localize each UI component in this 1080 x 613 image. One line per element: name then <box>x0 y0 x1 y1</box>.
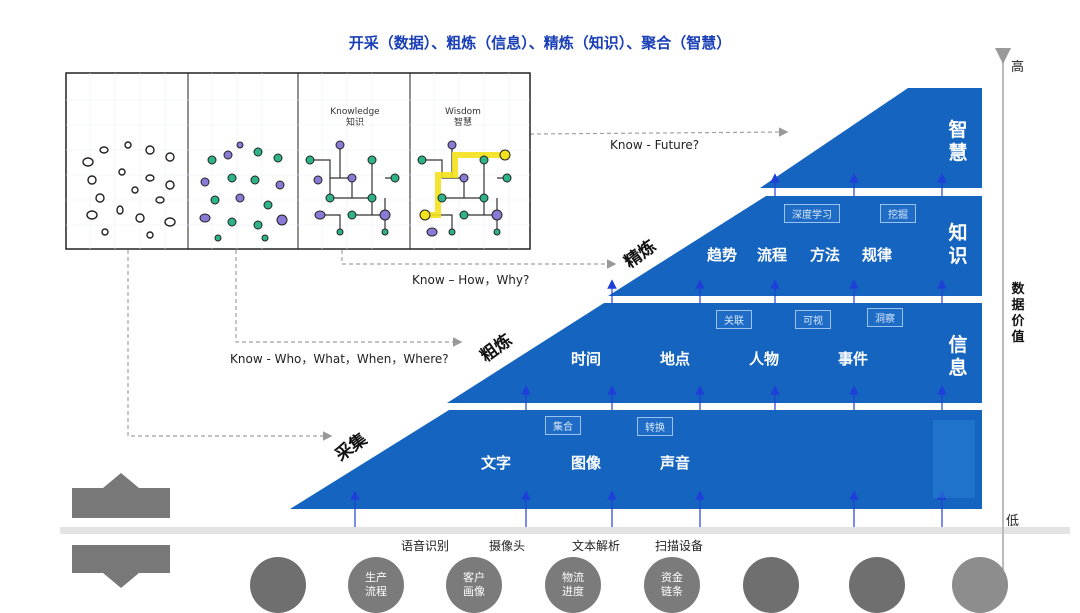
circle-decorative-right-2 <box>849 557 905 613</box>
tag-insight: 洞察 <box>867 308 903 327</box>
panel-wisdom-caption-cn: 智慧 <box>413 118 513 129</box>
circle-logistics: 物流 进度 <box>545 557 601 613</box>
circle-production: 生产 流程 <box>348 557 404 613</box>
circle-customer: 客户 画像 <box>446 557 502 613</box>
tier-data-label-blur <box>933 420 975 498</box>
circle-decorative-right-1 <box>743 557 799 613</box>
tag-collection: 集合 <box>545 416 581 435</box>
tier-knowledge-label: 知识 <box>943 222 973 268</box>
question-future: Know - Future? <box>610 138 699 152</box>
knowledge-item-rule: 规律 <box>862 244 892 265</box>
tier-wisdom-label: 智慧 <box>943 119 973 165</box>
circle-decorative-right-3 <box>952 557 1008 613</box>
panel-knowledge-caption-en: Knowledge <box>305 107 405 118</box>
tag-mining: 挖掘 <box>880 204 916 223</box>
data-item-text: 文字 <box>481 452 511 473</box>
data-item-image: 图像 <box>571 452 601 473</box>
information-item-person: 人物 <box>749 348 779 369</box>
information-item-time: 时间 <box>571 348 601 369</box>
tag-association: 关联 <box>716 310 752 329</box>
source-speech: 语音识别 <box>401 537 449 554</box>
question-who-what: Know - Who，What，When，Where? <box>230 350 449 367</box>
source-scanner: 扫描设备 <box>655 537 703 554</box>
axis-high: 高 <box>1011 56 1024 75</box>
circle-decorative-left <box>250 557 306 613</box>
knowledge-item-method: 方法 <box>810 244 840 265</box>
source-camera: 摄像头 <box>489 537 525 554</box>
data-item-sound: 声音 <box>660 452 690 473</box>
question-how-why: Know – How，Why? <box>412 271 529 288</box>
panel-wisdom-caption: Wisdom 智慧 <box>413 107 513 129</box>
information-item-place: 地点 <box>660 348 690 369</box>
source-text-parse: 文本解析 <box>572 537 620 554</box>
axis-value-label: 数据价值 <box>1010 282 1026 346</box>
knowledge-item-trend: 趋势 <box>707 244 737 265</box>
tier-information-label: 信息 <box>943 334 973 380</box>
axis-low: 低 <box>1006 510 1019 529</box>
panel-wisdom-caption-en: Wisdom <box>413 107 513 118</box>
tag-transform: 转换 <box>637 417 673 436</box>
knowledge-item-process: 流程 <box>757 244 787 265</box>
panel-knowledge-caption-cn: 知识 <box>305 118 405 129</box>
information-item-event: 事件 <box>838 348 868 369</box>
tag-deep-learning: 深度学习 <box>784 204 840 223</box>
panel-knowledge-caption: Knowledge 知识 <box>305 107 405 129</box>
tag-visual: 可视 <box>795 310 831 329</box>
circle-funds: 资金 链条 <box>644 557 700 613</box>
ground-line <box>60 527 1070 534</box>
tier-data-band <box>290 410 982 509</box>
